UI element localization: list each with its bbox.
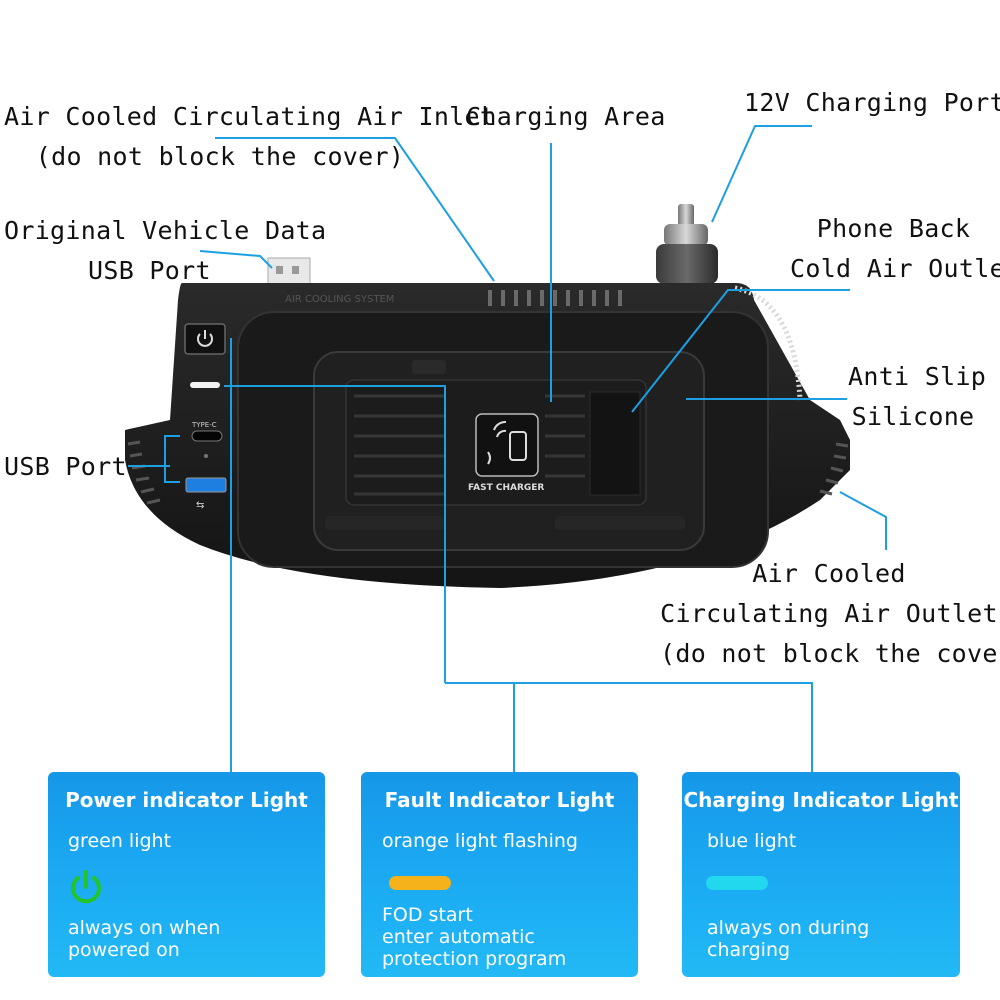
callout-anti-slip-line1: Anti Slip <box>848 362 987 391</box>
card-subtitle: blue light <box>707 830 797 852</box>
card-description-line: always on during <box>707 917 870 939</box>
pad-ridges <box>354 394 585 496</box>
callout-data-usb-line2: USB Port <box>88 256 211 285</box>
fast-charger-logo <box>475 413 539 477</box>
svg-text:⇆: ⇆ <box>196 500 204 511</box>
callout-charging-area: Charging Area <box>466 102 666 131</box>
callout-cold-air-line2: Cold Air Outlet <box>790 254 1000 283</box>
type-c-label: TYPE-C <box>191 421 217 429</box>
card-title: Fault Indicator Light <box>384 788 615 812</box>
card-description-line: always on when <box>68 917 221 939</box>
callout-air-inlet-line2: (do not block the cover) <box>35 142 405 171</box>
side-vents-right <box>819 442 849 496</box>
card-title: Power indicator Light <box>65 788 308 812</box>
callout-air-outlet-line2: Circulating Air Outlet <box>660 599 998 628</box>
callout-cold-air: Phone Back Cold Air Outlet <box>790 209 1000 289</box>
card-subtitle: green light <box>68 830 172 852</box>
callout-anti-slip-line2: Silicone <box>851 402 975 431</box>
callout-data-usb: Original Vehicle Data USB Port <box>4 211 327 291</box>
indicator-light <box>190 382 220 388</box>
card-title: Charging Indicator Light <box>683 788 959 812</box>
power-indicator-card: Power indicator Light green light always… <box>48 772 325 977</box>
callout-air-inlet-line1: Air Cooled Circulating Air Inlet <box>4 102 496 131</box>
callout-usb-port: USB Port <box>4 452 127 481</box>
usb-a-port <box>185 477 227 493</box>
card-description: always on when powered on <box>68 917 220 961</box>
callout-lines <box>128 125 887 772</box>
usb-a-plug <box>267 257 311 285</box>
callout-air-outlet-line3: (do not block the cover) <box>660 639 1000 668</box>
card-description: FOD start enter automatic protection pro… <box>382 904 566 970</box>
card-description-line: FOD start <box>382 904 473 926</box>
power-button <box>184 323 226 355</box>
side-vents-left <box>127 440 161 505</box>
vent-label: AIR COOLING SYSTEM <box>285 294 394 305</box>
cold-air-slot <box>589 391 641 496</box>
charging-indicator-card: Charging Indicator Light blue light alwa… <box>682 772 960 977</box>
callout-air-outlet-line1: Air Cooled <box>752 559 906 588</box>
fast-charger-label: FAST CHARGER <box>468 483 544 493</box>
callout-air-inlet: Air Cooled Circulating Air Inlet (do not… <box>4 97 496 177</box>
fault-indicator-card: Fault Indicator Light orange light flash… <box>361 772 638 977</box>
card-description-line: powered on <box>68 939 180 961</box>
top-vent-slots <box>488 290 622 306</box>
cigarette-plug <box>656 204 718 284</box>
card-description-line: charging <box>707 939 791 961</box>
callout-data-usb-line1: Original Vehicle Data <box>4 216 327 245</box>
callout-anti-slip: Anti Slip Silicone <box>848 357 987 437</box>
fault-indicator-pill <box>389 876 451 890</box>
card-description-line: protection program <box>382 948 567 970</box>
callout-12v-port: 12V Charging Port <box>744 88 1000 117</box>
card-description: always on during charging <box>707 917 869 961</box>
callout-air-outlet: Air Cooled Circulating Air Outlet (do no… <box>660 554 1000 674</box>
card-subtitle: orange light flashing <box>382 830 578 852</box>
charging-indicator-pill <box>706 876 768 890</box>
power-icon <box>71 870 101 904</box>
callout-cold-air-line1: Phone Back <box>816 214 971 243</box>
card-description-line: enter automatic <box>382 926 535 948</box>
type-c-port <box>191 430 223 442</box>
